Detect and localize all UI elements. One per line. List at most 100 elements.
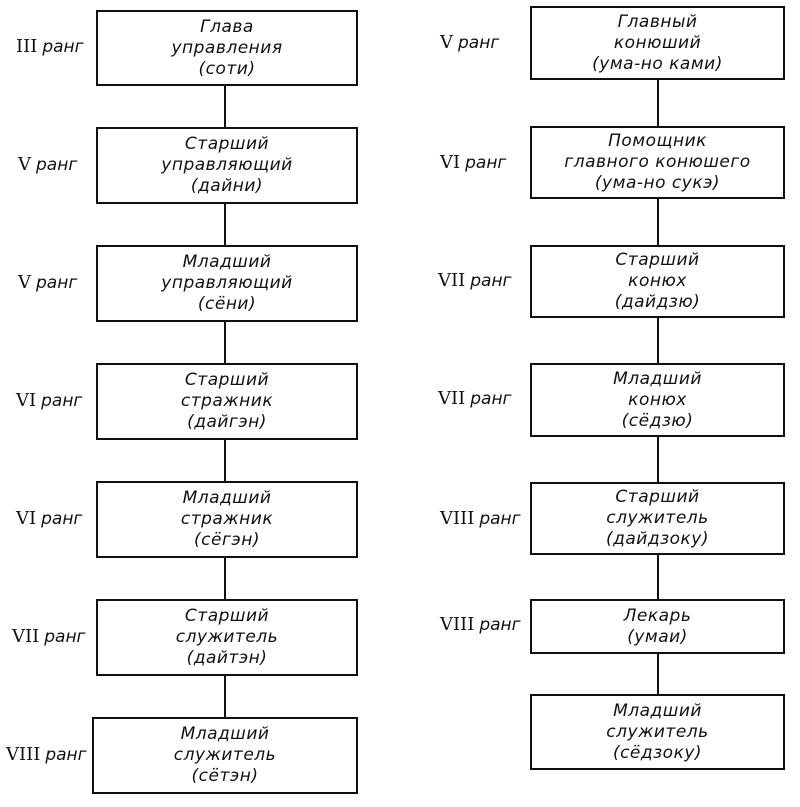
rank-word: ранг <box>36 155 78 175</box>
position-box: Главный конюший (ума-но ками) <box>530 6 785 80</box>
position-title: Помощник <box>608 131 707 151</box>
rank-word: ранг <box>465 153 507 173</box>
position-romanization: (дайдзю) <box>614 292 701 312</box>
rank-word: ранг <box>458 33 500 53</box>
position-box: Младший управляющий (сёни) <box>96 245 358 322</box>
position-romanization: (сёгэн) <box>194 530 260 550</box>
position-title: служитель <box>606 721 709 742</box>
connector-line <box>657 437 659 482</box>
rank-numeral: VIII <box>440 508 475 529</box>
connector-line <box>657 555 659 599</box>
position-title: Младший <box>180 724 270 744</box>
rank-numeral: V <box>440 32 453 53</box>
connector-line <box>657 654 659 694</box>
position-title: Старший <box>615 487 700 507</box>
position-romanization: (соти) <box>198 58 256 79</box>
rank-numeral: VI <box>440 152 461 173</box>
position-title: управляющий <box>161 155 293 175</box>
position-box: Младший стражник (сёгэн) <box>96 481 358 558</box>
rank-numeral: VIII <box>6 744 41 765</box>
position-title: конюх <box>628 389 687 410</box>
rank-numeral: VIII <box>440 614 475 635</box>
rank-word: ранг <box>479 615 521 635</box>
position-title: главного конюшего <box>564 152 751 172</box>
rank-numeral: VII <box>12 626 40 647</box>
rank-word: ранг <box>41 509 83 529</box>
position-box: Старший служитель (дайтэн) <box>96 599 358 676</box>
rank-word: ранг <box>44 627 86 647</box>
connector-line <box>657 199 659 245</box>
position-box: Глава управления (соти) <box>96 10 358 86</box>
position-romanization: (дайгэн) <box>187 412 267 432</box>
position-box: Младший служитель (сёдзоку) <box>530 694 785 770</box>
position-box: Старший служитель (дайдзоку) <box>530 482 785 555</box>
connector-line <box>224 440 226 481</box>
position-romanization: (ума-но ками) <box>592 53 723 74</box>
rank-numeral: VII <box>438 270 466 291</box>
connector-line <box>224 676 226 717</box>
rank-numeral: VI <box>16 508 37 529</box>
position-title: Старший <box>184 370 270 390</box>
rank-numeral: VII <box>438 388 466 409</box>
rank-word: ранг <box>470 271 512 291</box>
rank-word: ранг <box>36 273 78 293</box>
position-title: управляющий <box>161 273 293 293</box>
position-title: Старший <box>615 250 700 270</box>
position-romanization: (сёдзоку) <box>612 742 703 763</box>
position-box: Старший стражник (дайгэн) <box>96 363 358 440</box>
connector-line <box>224 558 226 599</box>
position-title: стражник <box>180 391 274 411</box>
position-romanization: (сёдзю) <box>621 410 694 431</box>
position-box: Младший конюх (сёдзю) <box>530 363 785 437</box>
rank-word: ранг <box>41 391 83 411</box>
position-title: конюший <box>613 32 702 53</box>
rank-word: ранг <box>42 37 84 57</box>
position-box: Младший служитель (сётэн) <box>92 717 358 794</box>
connector-line <box>224 322 226 363</box>
position-box: Помощник главного конюшего (ума-но сукэ) <box>530 126 785 199</box>
position-title: Младший <box>182 252 272 272</box>
position-title: служитель <box>606 508 709 528</box>
position-box: Старший управляющий (дайни) <box>96 127 358 204</box>
rank-word: ранг <box>479 509 521 529</box>
position-romanization: (дайтэн) <box>186 648 268 668</box>
position-title: служитель <box>173 745 277 765</box>
position-title: конюх <box>628 271 687 291</box>
connector-line <box>224 204 226 245</box>
rank-numeral: III <box>16 36 38 57</box>
connector-line <box>657 80 659 126</box>
position-title: управления <box>171 37 283 58</box>
rank-numeral: V <box>18 272 31 293</box>
position-box: Лекарь (умаи) <box>530 599 785 654</box>
position-title: Младший <box>613 700 702 721</box>
position-title: стражник <box>180 509 274 529</box>
rank-word: ранг <box>45 745 87 765</box>
position-title: Лекарь <box>623 605 692 626</box>
position-romanization: (умаи) <box>627 626 688 647</box>
rank-numeral: VI <box>16 390 37 411</box>
position-title: Старший <box>184 606 270 626</box>
rank-numeral: V <box>18 154 31 175</box>
position-title: Глава <box>200 16 254 37</box>
position-romanization: (сётэн) <box>191 766 259 786</box>
position-romanization: (дайни) <box>190 176 264 196</box>
connector-line <box>657 318 659 363</box>
position-title: Младший <box>182 488 272 508</box>
position-title: Главный <box>617 11 698 32</box>
position-title: Старший <box>184 134 270 154</box>
position-romanization: (ума-но сукэ) <box>594 173 721 193</box>
position-romanization: (дайдзоку) <box>605 529 709 549</box>
